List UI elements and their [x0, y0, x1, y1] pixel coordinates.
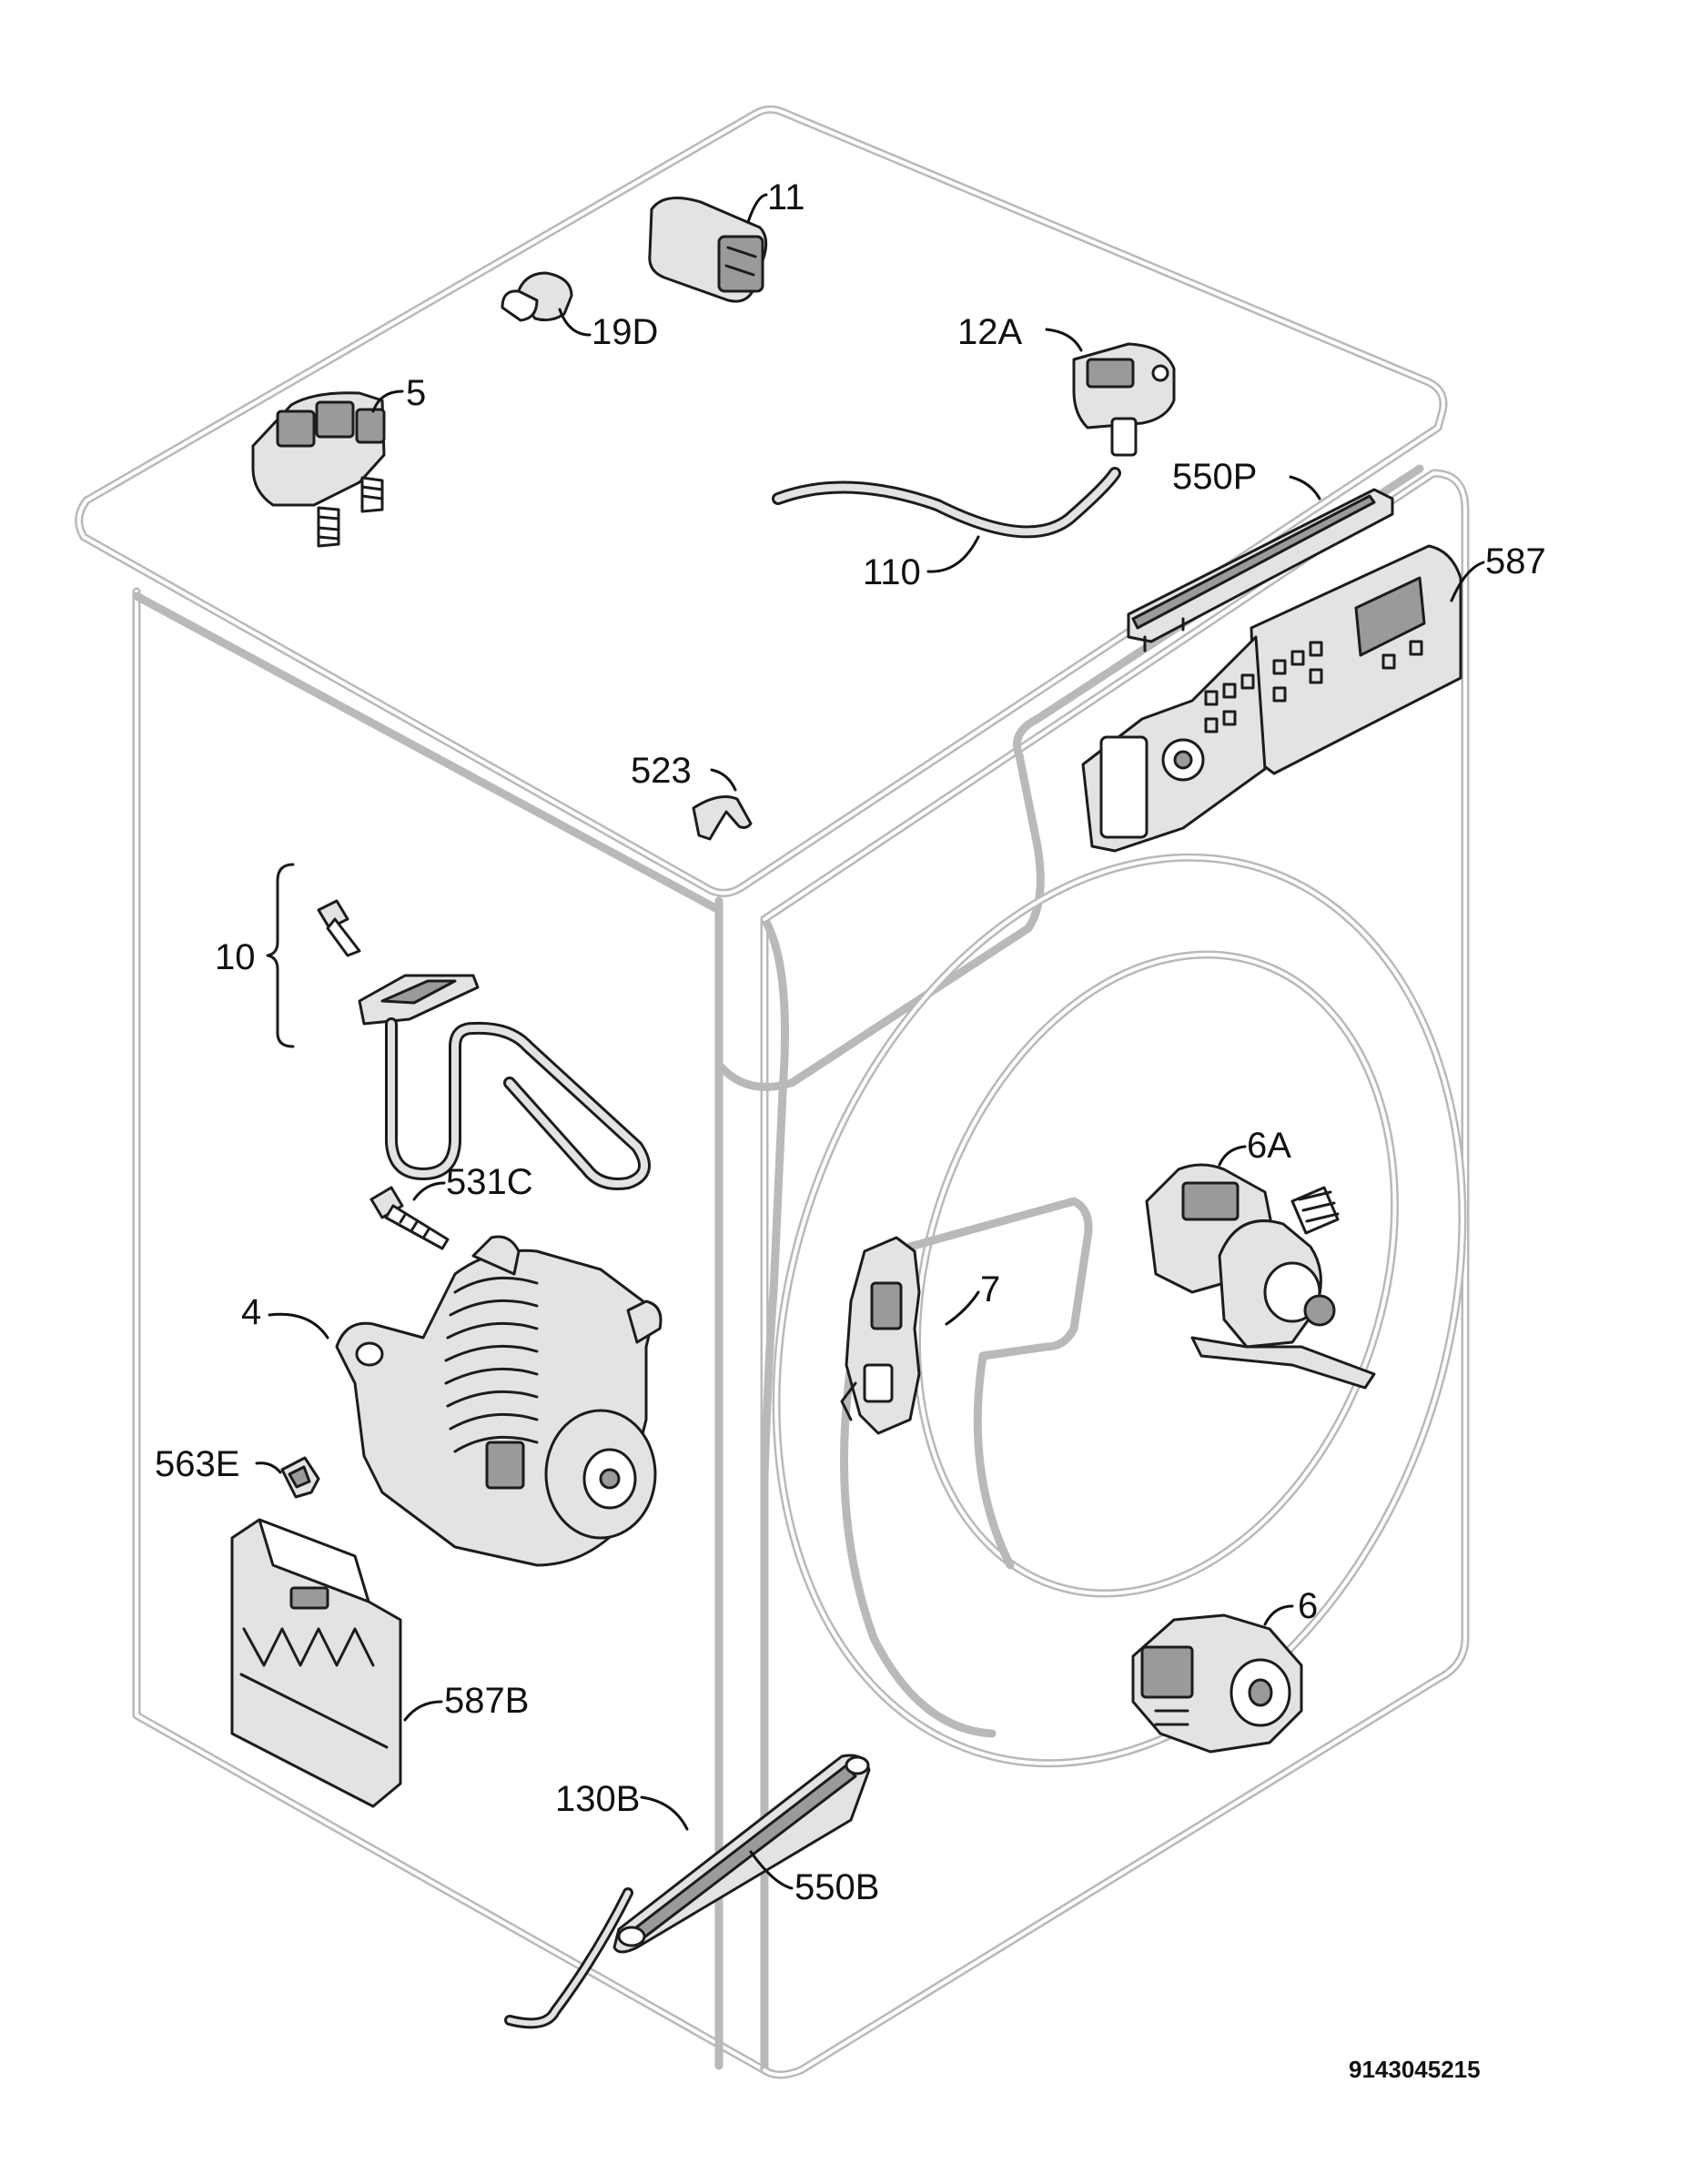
- part-11-capacitor: [648, 197, 768, 303]
- part-4-motor: [335, 1235, 663, 1567]
- label-110: 110: [863, 552, 921, 592]
- label-10: 10: [215, 937, 256, 977]
- part-563e-clip: [280, 1456, 320, 1499]
- part-110-hose: [772, 467, 1121, 539]
- label-587b: 587B: [444, 1681, 529, 1721]
- label-563e: 563E: [155, 1444, 239, 1484]
- cabinet-outline: [75, 105, 1470, 2079]
- label-550b: 550B: [794, 1867, 879, 1907]
- label-531c: 531C: [446, 1162, 533, 1202]
- label-11: 11: [767, 177, 805, 217]
- label-6: 6: [1298, 1586, 1318, 1626]
- label-550p: 550P: [1172, 457, 1257, 497]
- part-7-door-lock: [840, 1236, 921, 1435]
- part-550p-panel-bar: [1127, 488, 1394, 652]
- label-130b: 130B: [555, 1779, 640, 1819]
- part-6-pump: [1131, 1613, 1303, 1754]
- label-523: 523: [631, 751, 692, 791]
- part-587-control-board: [1081, 544, 1462, 853]
- part-130b-gasket: [504, 1887, 633, 2029]
- part-12a-pressure-switch: [1072, 342, 1176, 457]
- part-5-inlet-valve: [251, 391, 386, 548]
- part-6a-drain-pump: [1145, 1163, 1376, 1390]
- part-531c-screw: [369, 1186, 450, 1250]
- label-587: 587: [1485, 541, 1546, 581]
- part-10-heater: [266, 863, 651, 1190]
- label-12a: 12A: [957, 312, 1022, 352]
- part-523-clip: [692, 795, 753, 841]
- part-587b-module: [230, 1518, 402, 1808]
- part-19d-sensor: [501, 271, 573, 322]
- label-5: 5: [406, 373, 426, 413]
- part-550b-kick-plate: [612, 1754, 871, 1954]
- document-number: 9143045215: [1349, 2056, 1481, 2083]
- label-6a: 6A: [1247, 1126, 1291, 1166]
- label-4: 4: [241, 1292, 261, 1332]
- label-19d: 19D: [592, 312, 658, 352]
- label-7: 7: [980, 1269, 1000, 1309]
